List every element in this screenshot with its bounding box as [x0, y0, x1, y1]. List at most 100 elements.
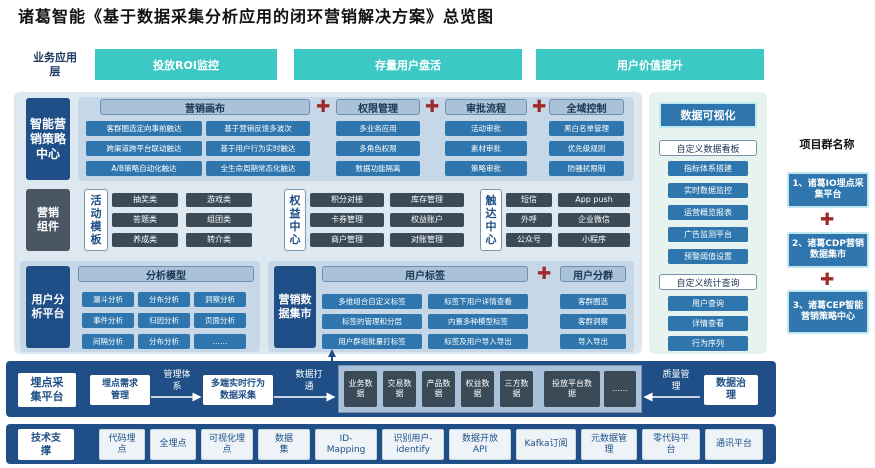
- analysis-item: 分布分析: [138, 334, 190, 349]
- plus-icon: ✚: [316, 97, 331, 117]
- data-governance-box: 数据治理: [704, 375, 758, 405]
- data-connect-label: 数据打通: [295, 370, 323, 392]
- user-group-title: 用户分群: [560, 266, 626, 282]
- activity-item: 游戏类: [186, 193, 252, 207]
- user-analysis-label: 用户分析平台: [26, 266, 70, 348]
- permission-item: 多业务应用: [336, 121, 420, 136]
- plus-icon: ✚: [425, 97, 440, 117]
- analysis-item: 洞察分析: [194, 292, 246, 307]
- tech-item: 通讯平台: [705, 429, 763, 460]
- dashboard-item: 运营概览报表: [668, 205, 748, 220]
- tag-item: 内置多种模型标签: [428, 314, 528, 329]
- canvas-item: 基于用户行为实时触达: [206, 141, 310, 156]
- activity-item: 答题类: [112, 213, 178, 227]
- user-tags-title: 用户标签: [322, 266, 528, 282]
- group-item: 客群圈选: [560, 294, 626, 309]
- permission-item: 数据功能隔离: [336, 161, 420, 176]
- activity-item: 组团类: [186, 213, 252, 227]
- marketing-components-label: 营销组件: [26, 189, 70, 251]
- management-system-label: 管理体系: [163, 370, 191, 392]
- touch-center-label: 触达中心: [480, 189, 502, 251]
- realtime-collection-box: 多端实时行为数据采集: [203, 375, 273, 405]
- data-source-item: 权益数据: [461, 371, 494, 407]
- tech-item: 零代码平台: [642, 429, 700, 460]
- tech-item: 识别用户-identify: [382, 429, 444, 460]
- page-title: 诸葛智能《基于数据采集分析应用的闭环营销解决方案》总览图: [18, 7, 495, 26]
- section-global-control-title: 全域控制: [549, 99, 624, 115]
- visualization-title: 数据可视化: [659, 102, 757, 128]
- analysis-item: 分布分析: [138, 292, 190, 307]
- project-item-cep: 3、诸葛CEP智能营销策略中心: [787, 290, 869, 334]
- biz-item-roi: 投放ROI监控: [95, 49, 277, 80]
- plus-icon: ✚: [820, 210, 835, 230]
- canvas-item: 客群圈选定向事前触达: [86, 121, 202, 136]
- analysis-model-title: 分析模型: [78, 266, 254, 282]
- touch-item: 外呼: [506, 213, 552, 227]
- activity-item: 转介类: [186, 233, 252, 247]
- tag-item: 标签的管理和分层: [322, 314, 422, 329]
- tag-item: 标签下用户详情查看: [428, 294, 528, 309]
- approval-item: 策略审批: [445, 161, 527, 176]
- tag-item: 标签及用户导入导出: [428, 334, 528, 349]
- tech-item: 可视化埋点: [201, 429, 253, 460]
- approval-item: 活动审批: [445, 121, 527, 136]
- canvas-item: 跨渠道跨平台联动触达: [86, 141, 202, 156]
- section-canvas-title: 营销画布: [100, 99, 310, 115]
- dashboard-item: 广告监测平台: [668, 227, 748, 242]
- touch-item: App push: [558, 193, 630, 207]
- dashboard-title: 自定义数据看板: [659, 140, 757, 156]
- group-item: 导入导出: [560, 334, 626, 349]
- tech-item: 数据集: [258, 429, 310, 460]
- dashboard-item: 指标体系搭建: [668, 161, 748, 176]
- touch-item: 小程序: [558, 233, 630, 247]
- group-item: 客群洞察: [560, 314, 626, 329]
- stats-item: 详情查看: [668, 316, 748, 331]
- rights-center-label: 权益中心: [284, 189, 306, 251]
- tech-item: 数据开放API: [449, 429, 511, 460]
- data-source-item: 投放平台数据: [544, 371, 600, 407]
- project-item-io: 1、诸葛IO埋点采集平台: [787, 172, 869, 208]
- tech-item: ID-Mapping: [315, 429, 377, 460]
- rights-item: 商户管理: [310, 233, 384, 247]
- data-source-item: 产品数据: [422, 371, 455, 407]
- project-item-cdp: 2、诸葛CDP营销数据集市: [787, 232, 869, 268]
- tag-item: 用户群组批量打标签: [322, 334, 422, 349]
- analysis-item: 页面分析: [194, 313, 246, 328]
- control-item: 黑白名单管理: [549, 121, 624, 136]
- canvas-item: A/B策略自动化触达: [86, 161, 202, 176]
- analysis-item: 间隔分析: [82, 334, 134, 349]
- touch-item: 企业微信: [558, 213, 630, 227]
- dashboard-item: 实时数据监控: [668, 183, 748, 198]
- analysis-item: 事件分析: [82, 313, 134, 328]
- plus-icon: ✚: [532, 97, 547, 117]
- stats-query-title: 自定义统计查询: [659, 274, 757, 290]
- canvas-item: 基于营销反馈多波次: [206, 121, 310, 136]
- tag-item: 多维组合自定义标签: [322, 294, 422, 309]
- tech-item: 全埋点: [150, 429, 196, 460]
- plus-icon: ✚: [537, 264, 552, 284]
- analysis-item: 归因分析: [138, 313, 190, 328]
- permission-item: 多角色权限: [336, 141, 420, 156]
- rights-item: 积分对接: [310, 193, 384, 207]
- marketing-center-label: 智能营销策略中心: [26, 98, 70, 180]
- activity-template-label: 活动模板: [84, 189, 108, 251]
- section-permission-title: 权限管理: [336, 99, 420, 115]
- stats-item: 行为序列: [668, 336, 748, 351]
- project-group-title: 项目群名称: [799, 138, 855, 151]
- stats-item: 用户查询: [668, 296, 748, 311]
- collection-label: 埋点采集平台: [18, 373, 76, 407]
- tech-item: Kafka订阅: [516, 429, 576, 460]
- control-item: 优先级规则: [549, 141, 624, 156]
- rights-item: 对账管理: [390, 233, 464, 247]
- touch-item: 短信: [506, 193, 552, 207]
- canvas-item: 全生命周期常态化触达: [206, 161, 310, 176]
- control-item: 防骚扰限制: [549, 161, 624, 176]
- section-approval-title: 审批流程: [445, 99, 527, 115]
- tech-item: 元数据管理: [581, 429, 637, 460]
- rights-item: 库存管理: [390, 193, 464, 207]
- tech-item: 代码埋点: [99, 429, 145, 460]
- activity-item: 养成类: [112, 233, 178, 247]
- analysis-item: ……: [194, 334, 246, 349]
- tracking-requirement-box: 埋点需求管理: [90, 375, 150, 405]
